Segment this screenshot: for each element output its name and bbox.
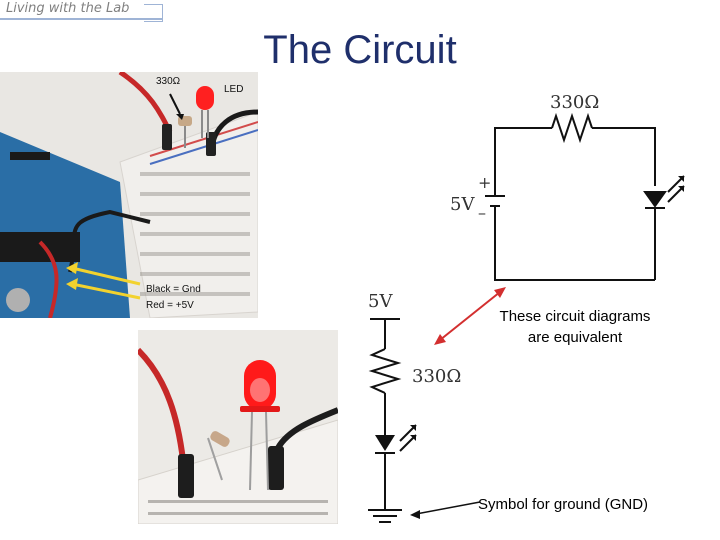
schematic-bottom-resistor-label: 330Ω [412, 366, 461, 387]
schematic-top-resistor-label: 330Ω [550, 92, 599, 113]
schematic-vertical: 5V 330Ω [368, 291, 461, 523]
ground-symbol-note: Symbol for ground (GND) [478, 496, 649, 513]
equivalence-note: These circuit diagrams are equivalent [470, 306, 680, 348]
photo-label-led: LED [224, 84, 243, 95]
course-tag-underline [0, 18, 162, 20]
led-closeup-photo [138, 330, 338, 524]
course-tag-bracket [144, 4, 163, 22]
equivalence-arrow [434, 287, 506, 345]
schematic-top-plus: + [478, 173, 491, 192]
equivalence-note-line1: These circuit diagrams [499, 308, 651, 325]
ground-pointer-arrow [410, 501, 481, 519]
course-tag-text: Living with the Lab [6, 1, 130, 16]
course-tag: Living with the Lab [0, 0, 163, 22]
schematic-bottom-source-label: 5V [368, 291, 393, 312]
schematic-top-source-label: 5V [450, 194, 475, 215]
photo-label-black-wire: Black = Gnd [146, 284, 201, 295]
arduino-breadboard-photo: 330Ω LED Black = Gnd Red = +5V [0, 72, 258, 318]
schematic-top-minus: – [478, 203, 486, 222]
photo-label-red-wire: Red = +5V [146, 300, 194, 311]
slide-title: The Circuit [263, 28, 457, 72]
equivalence-note-line2: are equivalent [527, 329, 623, 346]
photo-label-resistor: 330Ω [156, 76, 181, 87]
schematic-horizontal: 330Ω 5V + – [450, 92, 685, 281]
